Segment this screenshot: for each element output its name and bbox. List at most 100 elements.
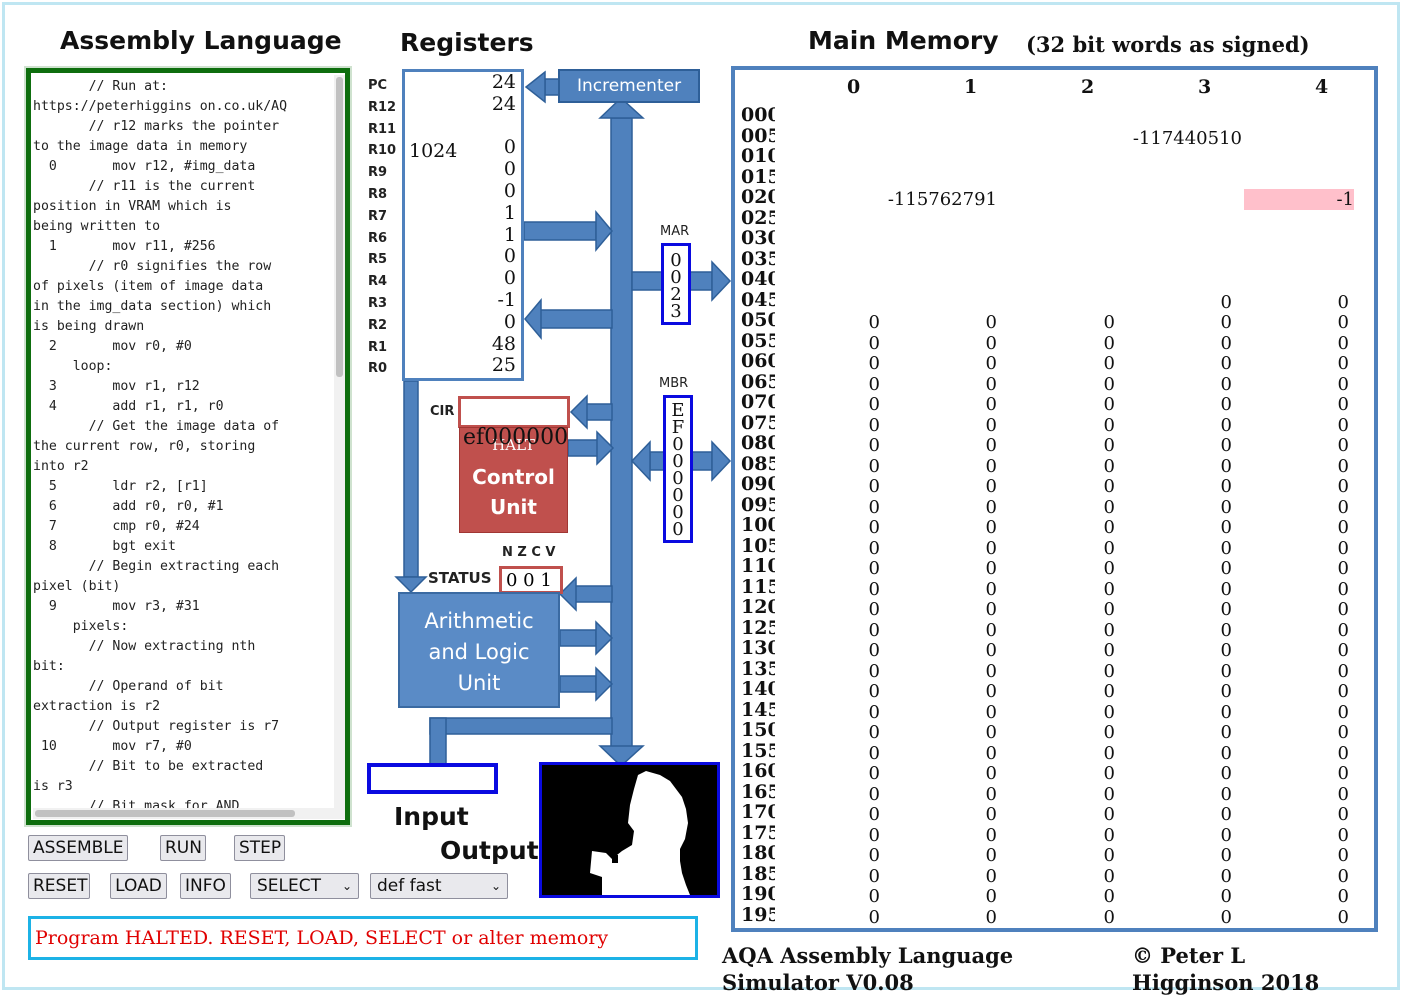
register-value-r1[interactable]: 48 [491,332,516,355]
memory-cell[interactable]: 0 [1103,599,1115,620]
memory-cell[interactable]: 0 [1337,906,1349,928]
memory-cell[interactable]: 0 [868,312,880,333]
memory-cell[interactable]: 0 [868,722,880,743]
memory-cell[interactable]: 0 [1103,496,1115,518]
memory-cell[interactable]: 0 [1220,742,1232,764]
memory-cell[interactable]: 0 [1103,558,1115,579]
memory-cell[interactable]: 0 [985,763,997,784]
memory-cell[interactable]: 0 [1103,435,1115,456]
memory-cell[interactable]: 0 [1220,291,1232,313]
memory-cell[interactable]: 0 [1220,312,1232,333]
memory-cell[interactable]: 0 [868,394,880,415]
editor-hscroll-thumb[interactable] [35,810,295,817]
memory-cell[interactable]: 0 [868,763,880,784]
memory-cell[interactable]: 0 [1220,435,1232,456]
memory-cell[interactable]: 0 [1103,763,1115,784]
memory-cell[interactable]: 0 [1337,496,1349,518]
editor-horizontal-scrollbar[interactable] [33,808,345,819]
memory-cell[interactable]: 0 [1337,763,1349,784]
memory-cell[interactable]: 0 [1337,312,1349,333]
memory-cell[interactable]: 0 [985,701,997,723]
memory-cell[interactable]: 0 [1220,578,1232,600]
editor-vertical-scrollbar[interactable] [334,75,345,808]
memory-cell[interactable]: 0 [868,496,880,518]
memory-cell[interactable]: 0 [868,804,880,825]
register-value-r10[interactable]: 0 [503,136,516,159]
memory-cell[interactable]: 0 [1220,558,1232,579]
info-button[interactable]: INFO [180,873,231,899]
memory-cell[interactable]: 0 [1337,373,1349,395]
memory-cell[interactable]: 0 [1220,517,1232,538]
register-value-r6[interactable]: 1 [503,223,516,246]
memory-cell[interactable]: 0 [1220,619,1232,641]
memory-cell[interactable]: 0 [1337,353,1349,374]
memory-cell[interactable]: 0 [868,845,880,866]
memory-cell[interactable]: 0 [1103,640,1115,661]
memory-cell[interactable]: 0 [1103,906,1115,928]
memory-cell[interactable]: 0 [1103,353,1115,374]
memory-cell[interactable]: 0 [868,373,880,395]
memory-cell[interactable]: 0 [985,537,997,559]
memory-cell[interactable]: 0 [868,701,880,723]
memory-cell[interactable]: 0 [1103,865,1115,887]
memory-cell[interactable]: 0 [985,558,997,579]
memory-cell[interactable]: 0 [1103,783,1115,805]
memory-cell[interactable]: 0 [985,681,997,702]
memory-cell[interactable]: 0 [1220,681,1232,702]
memory-cell[interactable]: 0 [1337,394,1349,415]
memory-cell[interactable]: 0 [1337,332,1349,354]
memory-cell[interactable]: 0 [1337,701,1349,723]
memory-cell[interactable]: 0 [1337,722,1349,743]
memory-cell[interactable]: 0 [868,599,880,620]
memory-cell[interactable]: 0 [985,353,997,374]
memory-cell[interactable]: 0 [1103,619,1115,641]
memory-cell[interactable]: 0 [1220,804,1232,825]
register-value-r0[interactable]: 25 [491,354,516,377]
assemble-button[interactable]: ASSEMBLE [28,835,128,861]
memory-cell[interactable]: 0 [1103,701,1115,723]
memory-cell[interactable]: 0 [985,578,997,600]
memory-cell[interactable]: 0 [868,517,880,538]
memory-cell[interactable]: 0 [868,660,880,682]
memory-cell[interactable]: 0 [868,783,880,805]
memory-cell[interactable]: 0 [1337,558,1349,579]
memory-cell[interactable]: 0 [1220,496,1232,518]
memory-cell[interactable]: 0 [1220,476,1232,497]
memory-cell[interactable]: 0 [985,496,997,518]
memory-cell[interactable]: 0 [985,865,997,887]
memory-cell[interactable]: 0 [985,435,997,456]
memory-cell[interactable]: 0 [1220,332,1232,354]
memory-cell[interactable]: 0 [1337,865,1349,887]
memory-cell[interactable]: 0 [985,373,997,395]
memory-cell[interactable]: 0 [1337,476,1349,497]
memory-cell[interactable]: 0 [1337,640,1349,661]
memory-cell[interactable]: 0 [1220,455,1232,477]
code-editor[interactable]: // Run at: https://peterhiggins on.co.uk… [33,75,333,808]
memory-cell[interactable]: 0 [1103,742,1115,764]
editor-scroll-thumb[interactable] [336,77,343,377]
memory-cell[interactable]: 0 [1337,599,1349,620]
memory-cell[interactable]: 0 [1337,435,1349,456]
memory-cell[interactable]: 0 [1103,886,1115,907]
memory-cell[interactable]: 0 [1103,414,1115,436]
memory-cell[interactable]: 0 [868,906,880,928]
memory-cell[interactable]: 0 [868,332,880,354]
memory-cell[interactable]: 0 [985,414,997,436]
memory-cell[interactable]: 0 [985,517,997,538]
memory-cell[interactable]: 0 [1220,722,1232,743]
memory-cell[interactable]: 0 [1103,312,1115,333]
memory-cell[interactable]: 0 [1337,291,1349,313]
memory-cell[interactable]: 0 [1220,353,1232,374]
memory-cell[interactable]: 0 [1337,886,1349,907]
memory-cell[interactable]: 0 [1103,476,1115,497]
memory-cell[interactable]: 0 [1220,537,1232,559]
memory-cell[interactable]: 0 [985,824,997,846]
memory-cell[interactable]: 0 [1103,845,1115,866]
memory-cell[interactable]: -1 [1244,189,1354,210]
memory-cell[interactable]: 0 [1220,783,1232,805]
memory-cell[interactable]: 0 [1220,845,1232,866]
register-value-r8[interactable]: 0 [503,180,516,202]
memory-cell[interactable]: 0 [1220,763,1232,784]
memory-cell[interactable]: 0 [868,824,880,846]
input-field[interactable] [367,763,498,794]
